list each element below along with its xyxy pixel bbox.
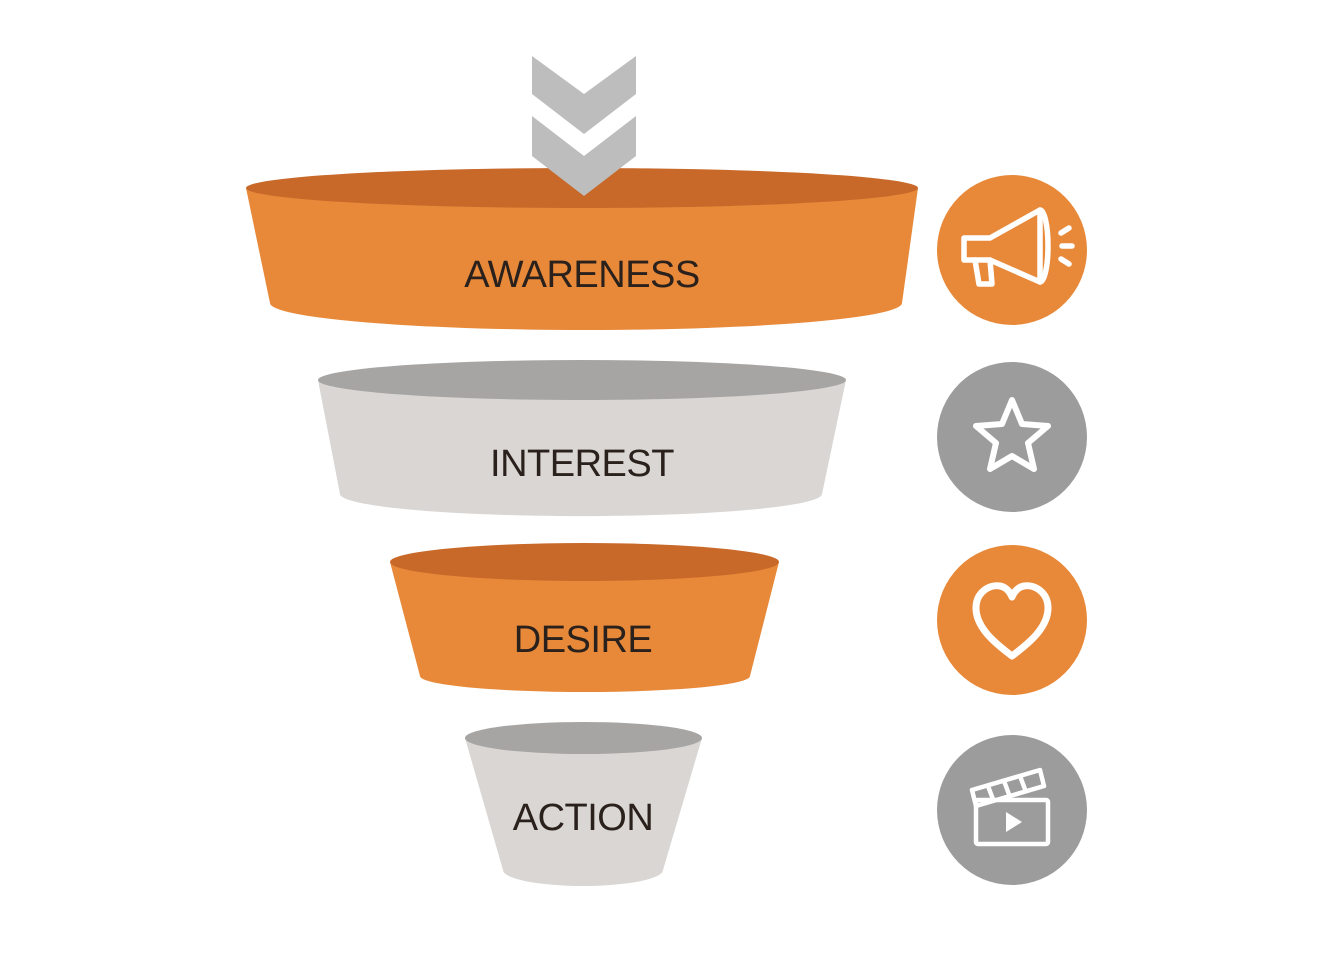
funnel-stage-desire: DESIRE — [390, 543, 779, 692]
chevron-down-icon — [532, 56, 636, 134]
icon-circle — [937, 175, 1087, 325]
funnel-stage-interest-top — [318, 360, 846, 400]
icon-circle — [937, 362, 1087, 512]
funnel-stage-action: ACTION — [465, 722, 702, 886]
star-icon — [937, 362, 1087, 512]
icon-circle — [937, 545, 1087, 695]
double-chevron-down-icon — [532, 56, 636, 196]
heart-icon — [937, 545, 1087, 695]
funnel-stage-action-body — [465, 738, 702, 886]
clapperboard-icon — [937, 735, 1087, 885]
megaphone-icon — [937, 175, 1087, 325]
icon-circle — [937, 735, 1087, 885]
funnel-stage-interest: INTEREST — [318, 360, 846, 517]
funnel-stage-awareness: AWARENESS — [246, 168, 918, 330]
funnel-stage-label: INTEREST — [490, 443, 674, 485]
chevron-down-icon — [532, 116, 636, 196]
funnel-stage-label: AWARENESS — [464, 254, 700, 296]
funnel-stage-desire-top — [390, 543, 779, 581]
funnel-stage-desire-body — [390, 562, 779, 692]
funnel-stage-awareness-body — [246, 188, 918, 330]
funnel-stage-action-top — [465, 722, 702, 754]
funnel-stage-interest-body — [318, 380, 846, 517]
funnel-stage-label: DESIRE — [514, 619, 652, 661]
funnel-stage-label: ACTION — [513, 797, 654, 839]
